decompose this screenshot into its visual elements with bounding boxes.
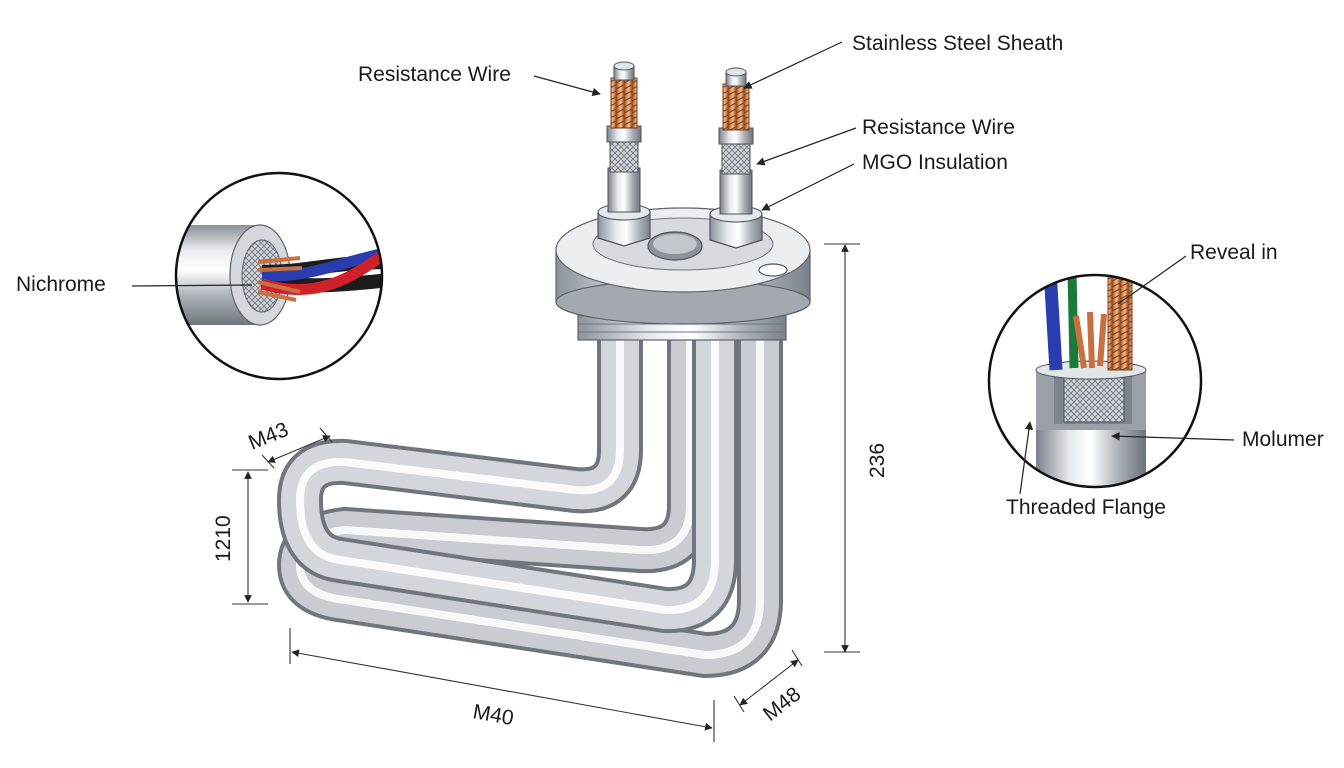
label-resistance-wire-top: Resistance Wire — [358, 63, 511, 86]
dim-m40: M40 — [471, 700, 515, 730]
label-stainless-steel-sheath: Stainless Steel Sheath — [852, 32, 1063, 55]
heating-tubes — [276, 307, 783, 679]
detail-circle-right — [987, 273, 1203, 489]
label-resistance-wire-right: Resistance Wire — [862, 116, 1015, 139]
dim-1210: 1210 — [212, 515, 235, 562]
terminal-left — [597, 61, 651, 247]
threaded-flange — [555, 207, 811, 341]
label-molumer: Molumer — [1242, 428, 1324, 451]
dim-m43: M43 — [245, 418, 292, 455]
label-nichrome: Nichrome — [16, 273, 106, 296]
label-mgo-insulation: MGO Insulation — [862, 151, 1008, 174]
dim-m48: M48 — [759, 683, 805, 726]
leader-lines — [131, 41, 1235, 495]
label-threaded-flange: Threaded Flange — [1006, 496, 1166, 519]
detail-circle-left — [174, 171, 384, 381]
dim-236: 236 — [866, 443, 889, 478]
terminal-right — [709, 67, 763, 249]
label-reveal-in: Reveal in — [1190, 241, 1278, 264]
dimension-lines — [232, 243, 860, 742]
